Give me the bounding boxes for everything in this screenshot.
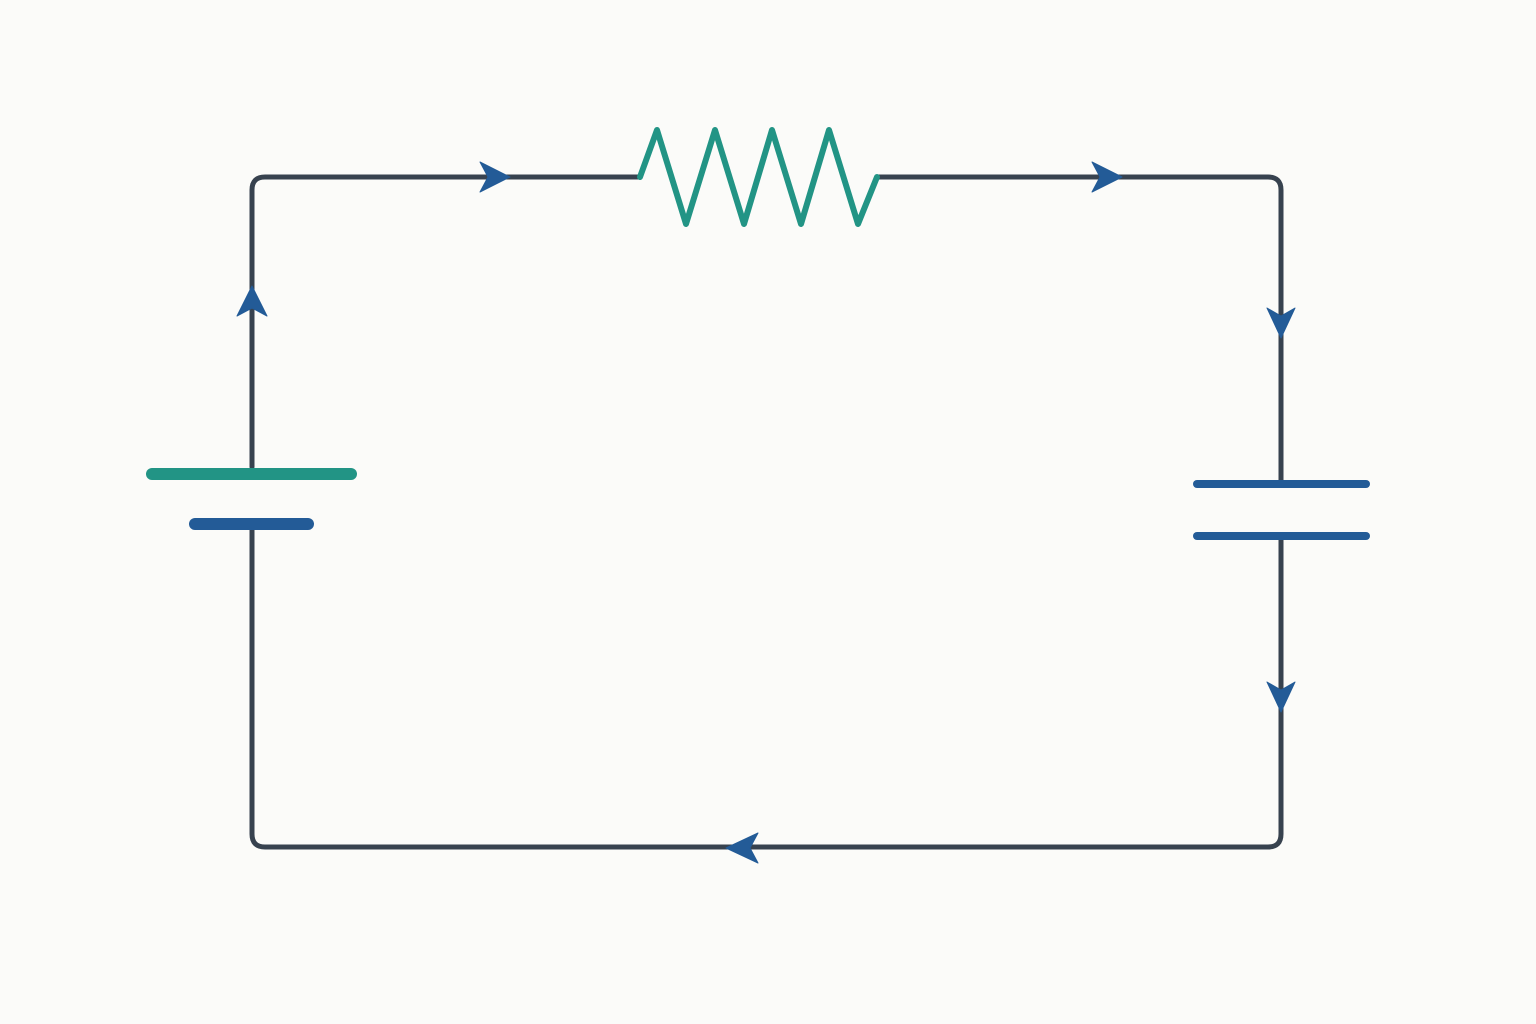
wire-top-right <box>874 174 1284 487</box>
current-arrow-right-icon <box>479 161 511 193</box>
wire-loop <box>249 174 1284 850</box>
current-arrows <box>236 161 1296 864</box>
resistor-zigzag <box>637 127 880 227</box>
current-arrow-down-icon <box>1266 307 1296 339</box>
battery-icon <box>146 468 357 530</box>
resistor-icon <box>637 127 880 227</box>
current-arrow-right-icon <box>1091 161 1123 193</box>
wire-top-left <box>249 174 643 470</box>
capacitor-icon <box>1193 480 1370 540</box>
current-arrow-left-icon <box>725 832 759 864</box>
current-arrow-down-icon <box>1266 681 1296 713</box>
current-arrow-up-icon <box>236 285 268 317</box>
wire-right-lower <box>249 522 1284 850</box>
